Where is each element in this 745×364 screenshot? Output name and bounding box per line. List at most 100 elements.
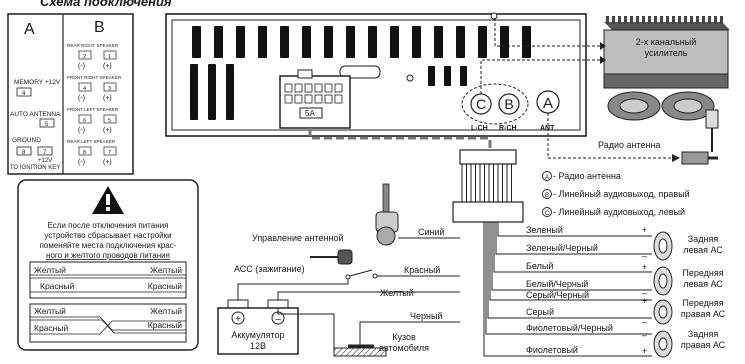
wire-label-violet-black: Фиолетовый/Черный (526, 323, 613, 333)
connector-pin (334, 83, 343, 93)
rca-left-line (480, 59, 600, 94)
warning-icon-bar (106, 194, 110, 205)
heatsink-fin (648, 16, 651, 24)
cooling-slot (428, 66, 435, 86)
heatsink-fin (636, 16, 639, 24)
pin-number: 7 (43, 150, 47, 156)
black-wire (359, 321, 460, 346)
head-unit: 5A C B L-CH R-CH A ANT (165, 12, 587, 137)
table2-cell: Желтый (34, 306, 66, 316)
amp-speaker-left-cone (619, 98, 649, 114)
jack-legend: A - Радио антенна B - Линейный аудиовыхо… (542, 171, 690, 217)
heatsink-fin (624, 16, 627, 24)
minus-sign: (-) (78, 159, 85, 166)
heatsink-fin (606, 16, 609, 24)
connector-pin (304, 94, 313, 104)
ignition-key-icon (337, 249, 353, 265)
speaker-cone-icon (658, 305, 668, 319)
body-label-1: Кузов (392, 332, 416, 342)
antenna-head (705, 109, 719, 129)
heatsink-fin (702, 16, 705, 24)
antenna-control-label: Управление антенной (252, 233, 344, 243)
rca-right-jack (498, 93, 520, 115)
legend-marker (542, 171, 552, 181)
pin-number: 4 (83, 86, 86, 92)
warning-line-4: ного и желтого проводов питания (46, 251, 170, 260)
speaker-rear-right: Задняя правая АС (653, 329, 726, 358)
heatsink-fin (654, 16, 657, 24)
b-group-front-left: FRONT LEFT SPEAKER 6 5 (-) (+) (67, 107, 119, 134)
cooling-slot (214, 26, 223, 58)
speaker-wire (491, 222, 652, 291)
warning-line-3: поменяйте места подключения крас- (40, 241, 177, 250)
heatsink-fin (660, 16, 663, 24)
speaker-label-1: Передняя (682, 298, 723, 308)
speaker-rear-left: Задняя левая АС (653, 231, 723, 261)
cooling-slots-top (192, 26, 531, 58)
plus-sign: (+) (103, 63, 112, 70)
arrow-icon (672, 154, 680, 162)
cooling-slot (478, 26, 487, 58)
minus-sign: – (642, 288, 647, 298)
rch-label: R-CH (499, 125, 517, 132)
cooling-slot (456, 26, 465, 58)
auto-antenna-label: AUTO ANTENNA (10, 111, 61, 118)
speaker-pin-label: REAR RIGHT SPEAKER (67, 43, 119, 48)
amp-body (603, 29, 729, 75)
pin-box (103, 82, 117, 92)
legend-key: A (545, 175, 549, 181)
cooling-slot (324, 26, 333, 58)
legend-marker (542, 207, 552, 217)
cooling-slots-right (428, 66, 467, 86)
speaker-wire (485, 222, 652, 335)
blue-wire-label: Синий (418, 227, 445, 237)
battery-plus-icon (231, 311, 245, 325)
pin-box (103, 114, 117, 124)
speaker-wire (497, 222, 652, 237)
minus-sign: (-) (78, 127, 85, 134)
pin-number: 5 (108, 118, 111, 124)
connector-pin (294, 94, 303, 104)
warning-box: Если после отключения питания устройство… (17, 179, 199, 351)
speaker-wire (487, 222, 652, 319)
warning-line-1: Если после отключения питания (48, 221, 169, 230)
pin-box (37, 146, 53, 156)
battery-plus-sign: + (235, 314, 241, 325)
legend-key: B (545, 193, 549, 199)
amp-label-1: 2-х канальный (636, 37, 697, 47)
pin-box (103, 50, 117, 60)
wire-label-white: Белый (526, 261, 553, 271)
minus-sign: (-) (78, 63, 85, 70)
crossed-line (30, 320, 186, 335)
cooling-slot (280, 26, 289, 58)
pin-number: 6 (83, 118, 86, 124)
plus-sign: + (642, 346, 647, 356)
battery-label-1: Аккумулятор (231, 330, 284, 340)
pin-number: 2 (83, 54, 86, 60)
pin-number: 8 (83, 150, 86, 156)
battery-terminal-plus (227, 299, 249, 309)
jack-c-label: C (476, 96, 486, 112)
connector-pinout: A B MEMORY +12V 4 AUTO ANTENNA 5 GROUND … (7, 13, 134, 175)
heatsink-fin (684, 16, 687, 24)
legend-text: - Радио антенна (553, 171, 621, 181)
speaker-wire (489, 222, 652, 301)
switch-contact (372, 273, 378, 279)
cooling-slot (390, 26, 399, 58)
yellow-wire-label: Желтый (380, 288, 414, 298)
cooling-slot (192, 26, 201, 58)
speaker-label-1: Задняя (688, 329, 719, 339)
heatsink-fin (618, 16, 621, 24)
red-wire-label: Красный (404, 265, 440, 275)
wire-label-gray-black: Серый/Черный (526, 290, 589, 300)
antenna-line (547, 113, 672, 159)
heatsink-fin (708, 16, 711, 24)
pin-number: 5 (45, 122, 49, 128)
b-group-rear-left: REAR LEFT SPEAKER 8 7 (-) (+) (67, 139, 117, 166)
head-unit-inner (171, 19, 581, 131)
left-wires: Управление антенной Синий АСС (зажигание… (217, 183, 460, 357)
harness-plug (459, 149, 517, 165)
pin-number: 1 (108, 54, 111, 60)
speaker-wire (483, 222, 652, 357)
speaker-pin-label: FRONT RIGHT SPEAKER (67, 75, 122, 80)
